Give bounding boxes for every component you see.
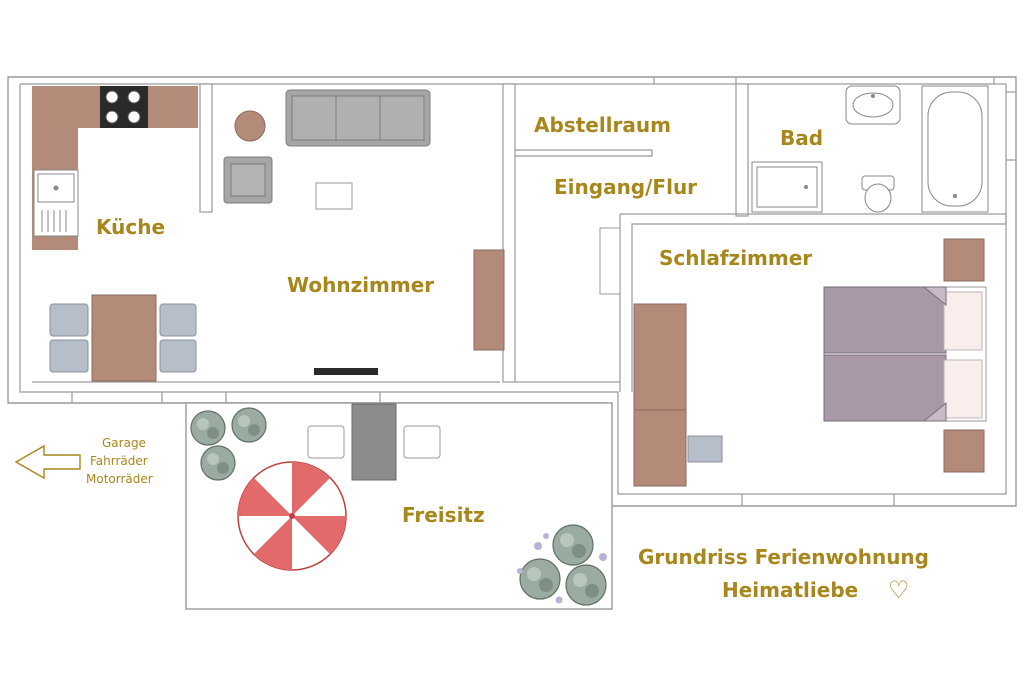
stove-icon [100, 86, 148, 128]
nightstand [943, 429, 985, 473]
bathtub-icon [921, 85, 989, 213]
tv-cabinet [473, 249, 505, 351]
terrace-chair [403, 425, 441, 459]
room-label-hallway: Eingang/Flur [554, 175, 697, 199]
terrace-chair [307, 425, 345, 459]
sink-icon [33, 169, 79, 237]
plant-icon [231, 407, 267, 443]
plant-icon [565, 564, 607, 606]
plan-subtitle: Heimatliebe [722, 578, 858, 602]
chair [49, 339, 89, 373]
plant-icon [200, 445, 236, 481]
flower-icon [517, 533, 607, 604]
dining-table [49, 294, 197, 382]
room-label-storage: Abstellraum [534, 113, 671, 137]
double-bed [823, 286, 987, 422]
room-label-bath: Bad [780, 126, 823, 150]
plan-title: Grundriss Ferienwohnung [638, 545, 929, 569]
washbasin-icon [845, 85, 901, 125]
pillow [943, 291, 983, 351]
chair [159, 339, 197, 373]
terrace-table [351, 403, 397, 481]
room-label-terrace: Freisitz [402, 503, 485, 527]
bathroom-fixtures [751, 85, 989, 213]
pillow [943, 359, 983, 419]
radiator [314, 368, 378, 375]
room-label-living: Wohnzimmer [287, 273, 434, 297]
nightstand [943, 238, 985, 282]
interior-walls [32, 77, 1016, 506]
arrow-note-garage: Garage [102, 436, 146, 450]
heart-icon: ♡ [888, 576, 910, 604]
plant-icon [190, 410, 226, 446]
umbrella-icon [237, 461, 347, 571]
room-label-kitchen: Küche [96, 215, 165, 239]
toilet-icon [861, 175, 895, 213]
wardrobe-hallway [599, 227, 621, 295]
side-table [234, 110, 266, 142]
sofa [285, 89, 431, 147]
bedroom-chair [687, 435, 723, 463]
room-label-bedroom: Schlafzimmer [659, 246, 812, 270]
arrow-note-bikes: Fahrräder [90, 454, 148, 468]
bedroom-wardrobe [633, 303, 687, 487]
coffee-table [315, 182, 353, 210]
kitchen-counter [32, 86, 198, 250]
arrow-note-motorbikes: Motorräder [86, 472, 153, 486]
shower-icon [751, 161, 823, 213]
chair [49, 303, 89, 337]
plant-icon [519, 558, 561, 600]
arrow-left-icon [14, 444, 81, 480]
chair [159, 303, 197, 337]
armchair [223, 156, 273, 204]
plant-icon [552, 524, 594, 566]
